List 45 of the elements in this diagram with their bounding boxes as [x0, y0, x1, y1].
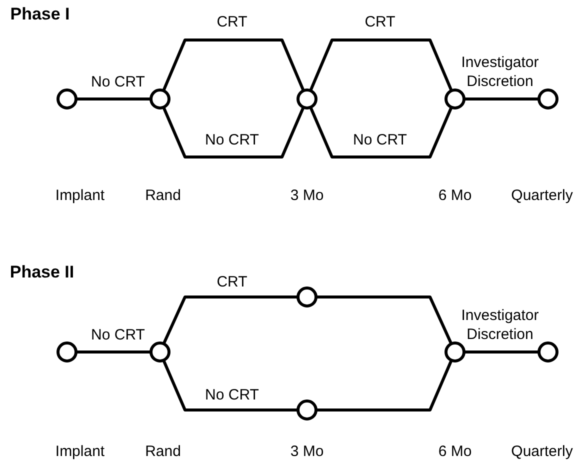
- milestone-circle: [56, 88, 78, 110]
- timepoint-label: Quarterly: [511, 186, 573, 206]
- edge-label: No CRT: [204, 130, 260, 150]
- milestone-circle: [296, 286, 318, 308]
- connector-line: [464, 98, 539, 100]
- milestone-circle: [538, 342, 558, 362]
- edge-label: No CRT: [352, 130, 408, 150]
- connector-line: [162, 38, 305, 92]
- milestone-circle: [150, 342, 170, 362]
- edge-label: CRT: [216, 12, 248, 32]
- timepoint-label: Rand: [145, 186, 181, 206]
- milestone-circle: [444, 88, 466, 110]
- timepoint-label: 6 Mo: [438, 442, 472, 462]
- phase-title: Phase II: [10, 261, 74, 284]
- milestone-circle: [56, 342, 78, 362]
- connector-line: [76, 98, 151, 100]
- timepoint-label: Implant: [55, 186, 105, 206]
- milestone-circle: [296, 88, 318, 110]
- connector-line: [316, 360, 453, 412]
- connector-line: [162, 360, 298, 412]
- connector-line: [76, 350, 151, 354]
- connector-line: [464, 350, 539, 354]
- milestone-circle: [538, 88, 558, 110]
- edge-label: No CRT: [90, 72, 146, 92]
- timepoint-label: 3 Mo: [290, 442, 324, 462]
- edge-label: Investigator Discretion: [460, 53, 540, 91]
- edge-label: No CRT: [90, 326, 146, 344]
- milestone-circle: [296, 400, 318, 420]
- connector-line: [162, 296, 298, 344]
- edge-label: No CRT: [204, 386, 260, 404]
- edge-label: CRT: [364, 12, 396, 32]
- phase-title: Phase I: [10, 3, 70, 26]
- edge-label: CRT: [216, 272, 248, 292]
- timepoint-label: Quarterly: [511, 442, 573, 462]
- connector-line: [162, 106, 305, 158]
- milestone-circle: [444, 342, 466, 362]
- timepoint-label: Implant: [55, 442, 105, 462]
- connector-line: [309, 106, 453, 158]
- timepoint-label: Rand: [145, 442, 181, 462]
- connector-line: [309, 38, 453, 92]
- timepoint-label: 6 Mo: [438, 186, 472, 206]
- edge-label: Investigator Discretion: [460, 306, 540, 344]
- timepoint-label: 3 Mo: [290, 186, 324, 206]
- milestone-circle: [150, 88, 170, 110]
- connector-line: [316, 296, 453, 344]
